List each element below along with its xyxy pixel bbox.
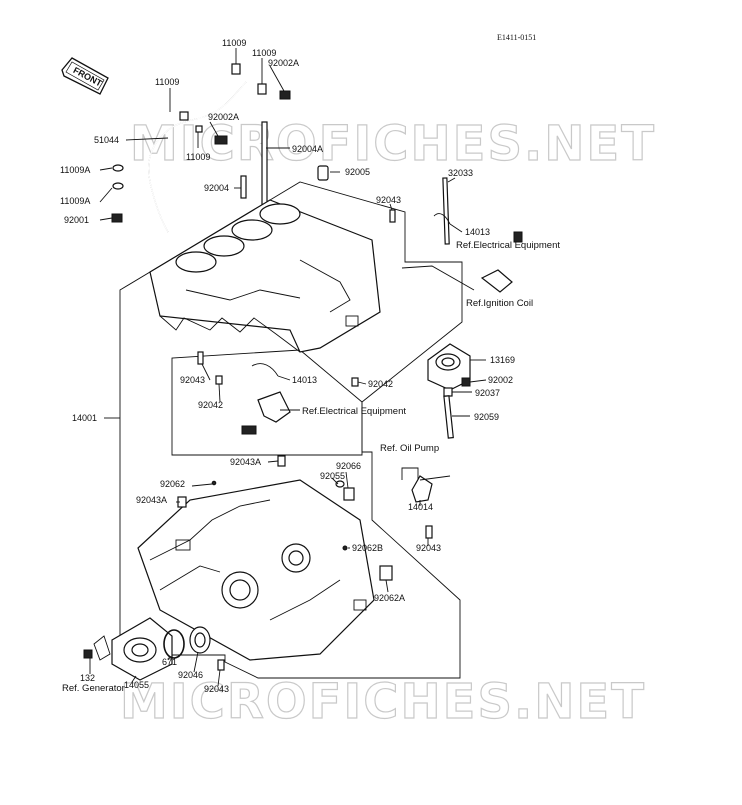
- label-92004: 92004: [204, 183, 229, 193]
- label-14055: 14055: [124, 680, 149, 690]
- ring-92042-b: [351, 377, 359, 387]
- bolt-ref-elec-b: [241, 425, 257, 435]
- stud-32033: [442, 177, 450, 245]
- lower-crankcase: [137, 479, 375, 661]
- stud-92004: [240, 175, 247, 199]
- label-ref-electrical-a: Ref.Electrical Equipment: [456, 240, 560, 251]
- label-92043-b: 92043: [180, 375, 205, 385]
- label-671: 671: [162, 657, 177, 667]
- label-92062B: 92062B: [352, 543, 383, 553]
- label-ref-generator: Ref. Generator: [62, 683, 125, 694]
- clamp-ref-elec: [257, 391, 291, 423]
- oring-92055: [335, 480, 345, 488]
- clip-14013-b: [251, 363, 279, 377]
- breather-hose: [111, 63, 291, 233]
- assembly-frame: [119, 181, 463, 679]
- label-92004A: 92004A: [292, 144, 323, 154]
- label-92046: 92046: [178, 670, 203, 680]
- label-92059: 92059: [474, 412, 499, 422]
- label-92043-d: 92043: [204, 684, 229, 694]
- label-92055: 92055: [320, 471, 345, 481]
- label-132: 132: [80, 673, 95, 683]
- label-ref-oil-pump: Ref. Oil Pump: [380, 443, 439, 454]
- label-11009A-b: 11009A: [60, 196, 90, 206]
- oring-671: [163, 629, 185, 659]
- label-92002A-b: 92002A: [208, 112, 239, 122]
- plug-92066: [343, 487, 355, 501]
- upper-crankcase: [149, 199, 381, 353]
- ref-oil-pump-bracket: [401, 467, 419, 480]
- watermark-top: MICROFICHES.NET: [130, 116, 656, 172]
- pin-92043A-a: [277, 455, 286, 467]
- washer-11009-d: [195, 125, 203, 133]
- dowel-92005: [317, 165, 329, 181]
- label-92042-b: 92042: [198, 400, 223, 410]
- pin-92043-a: [389, 209, 396, 223]
- banjo-bolt-11009: [231, 63, 241, 75]
- generator-parts: [83, 617, 225, 681]
- label-ref-ignition-coil: Ref.Ignition Coil: [466, 298, 533, 309]
- label-92043-c: 92043: [416, 543, 441, 553]
- pin-92062: [211, 480, 217, 486]
- washer-11009-b: [257, 83, 267, 95]
- pin-92043-c: [425, 525, 433, 539]
- label-92001: 92001: [64, 215, 89, 225]
- label-92037: 92037: [475, 388, 500, 398]
- label-14014: 14014: [408, 502, 433, 512]
- plug-92062A: [379, 565, 393, 581]
- watermark-bottom: MICROFICHES.NET: [120, 674, 646, 730]
- bracket-14014: [411, 475, 433, 503]
- bolt-ref-elec: [513, 231, 523, 243]
- label-11009-b: 11009: [252, 48, 276, 58]
- label-51044: 51044: [94, 135, 119, 145]
- label-11009-d: 11009: [186, 152, 210, 162]
- label-92066: 92066: [336, 461, 361, 471]
- bolt-92002A-b: [214, 135, 228, 145]
- label-14013-a: 14013: [465, 227, 490, 237]
- label-92062: 92062: [160, 479, 185, 489]
- leader-lines: [89, 48, 487, 687]
- pin-92043-b: [197, 351, 204, 365]
- label-ref-electrical-b: Ref.Electrical Equipment: [302, 406, 406, 417]
- pin-92062B: [342, 545, 348, 551]
- bolt-92001: [111, 213, 123, 223]
- clip-14013-a: [433, 213, 451, 225]
- bolt-92002A: [279, 90, 291, 100]
- label-92062A: 92062A: [374, 593, 405, 603]
- label-11009-a: 11009: [222, 38, 246, 48]
- cover-13169: [427, 343, 471, 439]
- label-14013-b: 14013: [292, 375, 317, 385]
- ref-ignition-leader: [401, 265, 475, 291]
- label-14001: 14001: [72, 413, 97, 423]
- front-arrow-icon: FRONT: [61, 57, 109, 95]
- label-92043-a: 92043: [376, 195, 401, 205]
- label-11009A-a: 11009A: [60, 165, 90, 175]
- label-92002A-a: 92002A: [268, 58, 299, 68]
- oil-pump-bolt: [419, 475, 451, 481]
- label-92043A-b: 92043A: [136, 495, 167, 505]
- inner-frame-upper: [171, 349, 363, 456]
- washer-11009A-b: [112, 182, 124, 190]
- label-92002: 92002: [488, 375, 513, 385]
- diagram-code: E1411-0151: [497, 33, 536, 42]
- label-92042-a: 92042: [368, 379, 393, 389]
- label-32033: 32033: [448, 168, 473, 178]
- part-labels: 11009 11009 92002A 11009 92002A 51044 92…: [60, 38, 560, 694]
- washer-11009A: [112, 164, 124, 172]
- ignition-coil-bracket: [480, 269, 513, 293]
- label-11009-c: 11009: [155, 77, 179, 87]
- bracket-132: [93, 635, 111, 661]
- label-13169: 13169: [490, 355, 515, 365]
- washer-11009-c: [179, 111, 189, 121]
- pin-92043-d: [217, 659, 225, 671]
- ring-92042-a: [215, 375, 223, 385]
- label-92005: 92005: [345, 167, 370, 177]
- label-92043A-a: 92043A: [230, 457, 261, 467]
